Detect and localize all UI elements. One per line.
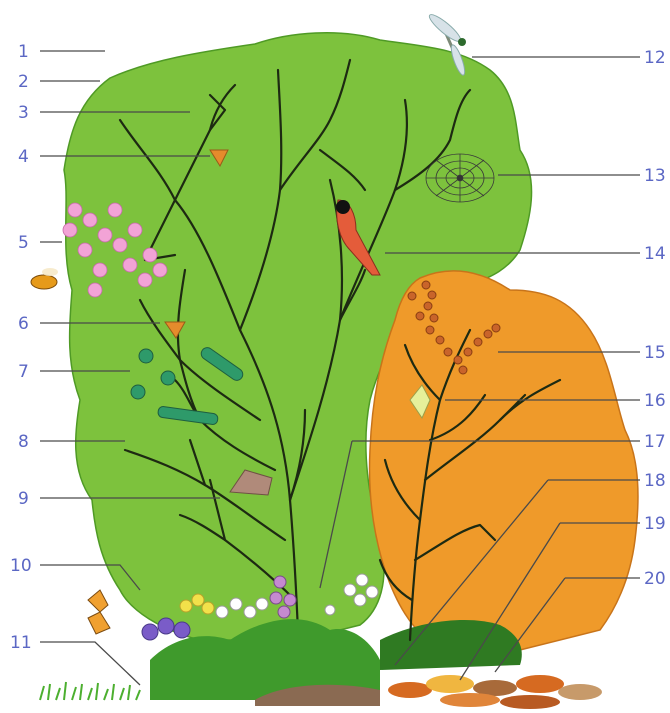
label-13: 13 (644, 166, 666, 186)
label-11: 11 (10, 633, 32, 653)
label-8: 8 (18, 432, 29, 452)
label-18: 18 (644, 471, 666, 491)
label-19: 19 (644, 514, 666, 534)
bee-icon (31, 268, 58, 289)
label-1: 1 (18, 42, 29, 62)
orange-butterfly-icon (88, 590, 110, 634)
label-9: 9 (18, 489, 29, 509)
autumn-shrub-foliage (370, 271, 638, 650)
label-17: 17 (644, 432, 666, 452)
label-4: 4 (18, 147, 29, 167)
label-2: 2 (18, 72, 29, 92)
label-15: 15 (644, 343, 666, 363)
ground-shrubs (380, 620, 522, 670)
label-7: 7 (18, 362, 29, 382)
grass-tufts (40, 682, 140, 700)
label-6: 6 (18, 314, 29, 334)
label-16: 16 (644, 391, 666, 411)
label-3: 3 (18, 103, 29, 123)
label-12: 12 (644, 48, 666, 68)
label-14: 14 (644, 244, 666, 264)
label-5: 5 (18, 233, 29, 253)
label-20: 20 (644, 569, 666, 589)
label-10: 10 (10, 556, 32, 576)
spider-web (426, 154, 494, 202)
fallen-leaves (388, 675, 602, 709)
